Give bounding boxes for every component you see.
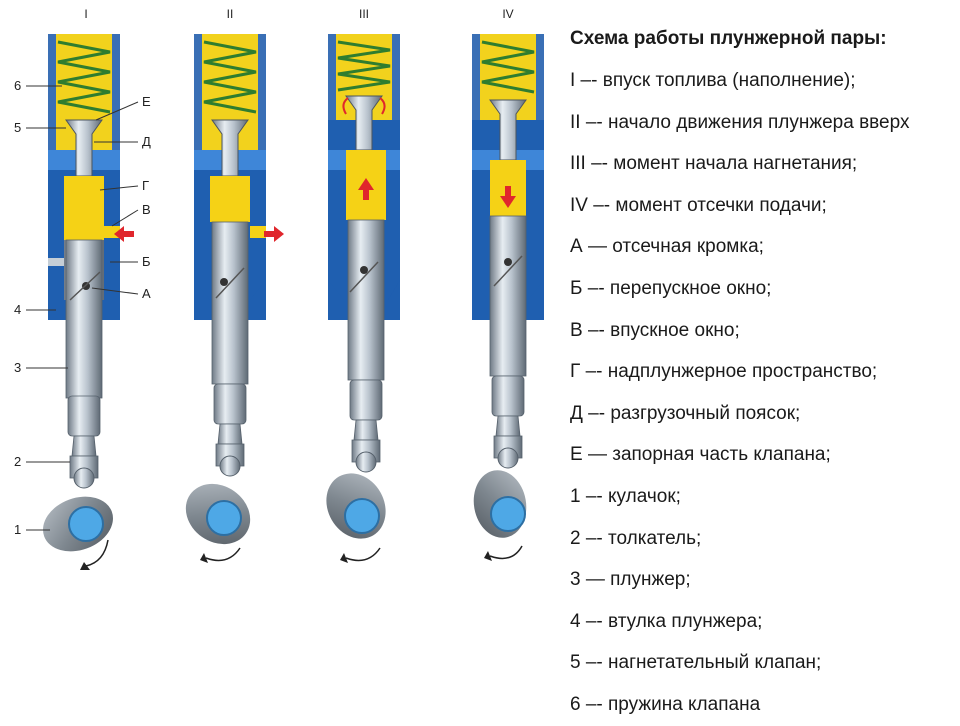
legend-item: 1 –- кулачок; [570, 485, 681, 507]
inlet-arrow-icon [114, 226, 134, 242]
legend-item: 6 –- пружина клапана [570, 693, 761, 715]
legend-item: Г –- надплунжерное пространство; [570, 361, 878, 383]
legend-item: Д –- разгрузочный поясок; [570, 402, 801, 424]
legend-item: 2 –- толкатель; [570, 527, 702, 549]
callout-letter-d: Д [142, 134, 151, 149]
stage-3-assembly [326, 34, 400, 563]
stage-label-1: I [84, 7, 87, 21]
callout-part-1: 1 [14, 522, 21, 537]
stage-label-3: III [359, 7, 369, 21]
spring-icon [337, 40, 391, 92]
stage-label-4: IV [502, 7, 513, 21]
legend-item: I –- впуск топлива (наполнение); [570, 70, 856, 91]
legend-item: IV –- момент отсечки подачи; [570, 194, 827, 216]
legend-item: Е — запорная часть клапана; [570, 444, 831, 466]
legend-item: 4 –- втулка плунжера; [570, 610, 763, 632]
legend-item: 5 –- нагнетательный клапан; [570, 652, 822, 674]
callout-letter-a: А [142, 286, 151, 301]
spring-icon [481, 40, 535, 94]
plunger-pair-diagram: I II III IV [14, 7, 544, 570]
rotation-arrow-icon [85, 539, 109, 567]
legend-title: Схема работы плунжерной пары: [570, 28, 887, 49]
legend-item: В –- впускное окно; [570, 319, 740, 341]
stage-1-assembly [43, 34, 134, 570]
legend-item: 3 — плунжер; [570, 569, 691, 591]
callout-letter-e: Е [142, 94, 151, 109]
pressure-arrow-up-icon [358, 178, 374, 200]
legend-item: Б –- перепускное окно; [570, 277, 772, 299]
stage-label-2: II [227, 7, 234, 21]
callout-letter-v: В [142, 202, 151, 217]
callout-letter-g: Г [142, 178, 149, 193]
pressure-arrow-down-icon [500, 186, 516, 208]
rotation-arrow-icon [345, 547, 381, 562]
legend-item: III –- момент начала нагнетания; [570, 153, 858, 175]
legend-list: I –- впуск топлива (наполнение); II –- н… [570, 60, 960, 726]
legend-item: А — отсечная кромка; [570, 236, 764, 258]
callout-letter-b: Б [142, 254, 151, 269]
callout-part-5: 5 [14, 120, 21, 135]
callout-part-3: 3 [14, 360, 21, 375]
spring-icon [203, 40, 257, 114]
legend: Схема работы плунжерной пары: I –- впуск… [570, 26, 960, 726]
stage-4-assembly [472, 34, 544, 561]
stage-2-assembly [185, 34, 284, 563]
callouts: 6 5 4 3 2 1 Е Д Г В Б А [14, 78, 151, 537]
callout-part-6: 6 [14, 78, 21, 93]
rotation-arrow-icon [489, 545, 523, 560]
callout-part-2: 2 [14, 454, 21, 469]
outlet-arrow-icon [264, 226, 284, 242]
rotation-arrow-icon [205, 547, 241, 562]
spring-icon [57, 40, 111, 114]
callout-part-4: 4 [14, 302, 21, 317]
legend-item: II –- начало движения плунжера вверх [570, 111, 910, 133]
